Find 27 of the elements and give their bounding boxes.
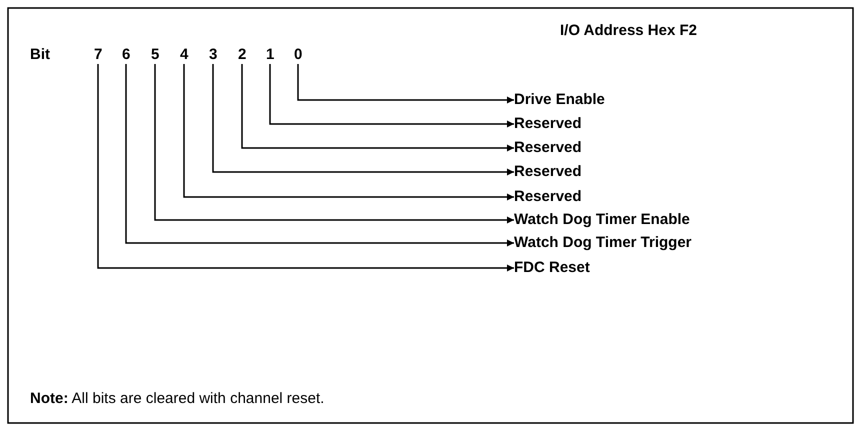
bit-number: 4 — [180, 46, 188, 64]
bit-description: Watch Dog Timer Trigger — [514, 234, 692, 252]
bit-description: Reserved — [514, 139, 582, 157]
bit-number: 2 — [238, 46, 246, 64]
arrow — [125, 64, 514, 246]
arrow — [241, 64, 514, 152]
arrow — [269, 64, 514, 128]
bit-number: 1 — [266, 46, 274, 64]
bit-description: Reserved — [514, 188, 582, 206]
bit-number: 0 — [294, 46, 302, 64]
row-label: Bit — [30, 46, 50, 64]
note-text: Note: All bits are cleared with channel reset. — [30, 390, 324, 408]
bit-number: 6 — [122, 46, 130, 64]
bit-description: FDC Reset — [514, 259, 590, 277]
bit-description: Reserved — [514, 163, 582, 181]
bit-description: Drive Enable — [514, 91, 605, 109]
bit-number: 3 — [209, 46, 218, 64]
register-title: I/O Address Hex F2 — [560, 22, 697, 40]
arrow — [97, 64, 514, 272]
arrow — [297, 64, 514, 104]
arrow — [183, 64, 514, 200]
arrow — [212, 64, 514, 176]
arrow — [154, 64, 514, 224]
bit-description: Watch Dog Timer Enable — [514, 211, 690, 229]
bit-description: Reserved — [514, 115, 582, 133]
bit-number: 5 — [151, 46, 160, 64]
bit-number: 7 — [94, 46, 102, 64]
